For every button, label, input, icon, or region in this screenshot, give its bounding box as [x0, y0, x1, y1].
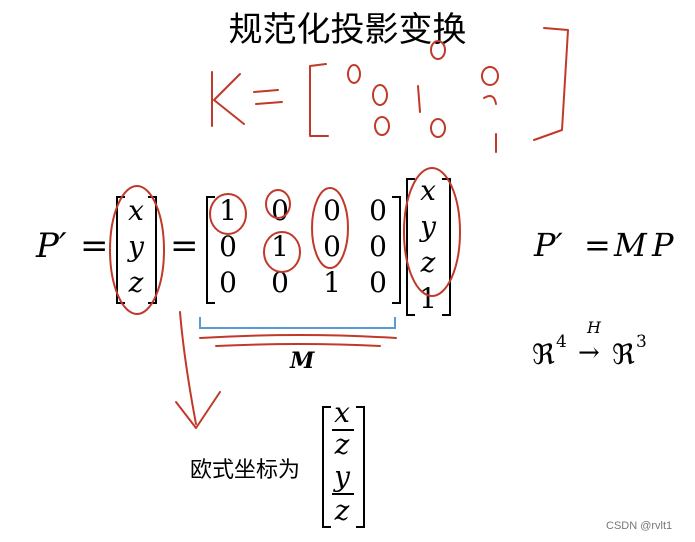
vector-h-y: y: [420, 210, 436, 243]
equals-sign-1: =: [80, 226, 109, 266]
matrix-cell: 0: [271, 266, 289, 299]
mapping-from: ℜ: [532, 338, 555, 371]
mapping-from-exp: 4: [556, 332, 567, 352]
right-p-prime: P′: [534, 226, 563, 264]
watermark: CSDN @rvlt1: [606, 520, 673, 532]
p-prime-label: P′: [36, 226, 67, 266]
vector-h-one: 1: [419, 282, 437, 315]
matrix-cell: 1: [271, 230, 289, 263]
right-bracket: [392, 196, 401, 304]
matrix-cell: 0: [219, 230, 237, 263]
equals-sign-2: =: [170, 226, 199, 266]
right-m: M: [614, 226, 647, 264]
matrix-cell: 1: [219, 194, 237, 227]
matrix-cell: 0: [369, 230, 387, 263]
matrix-cell: 0: [323, 194, 341, 227]
mapping-to-exp: 3: [636, 332, 647, 352]
euclid-label: 欧式坐标为: [190, 458, 301, 483]
left-bracket: [322, 406, 331, 528]
fraction-y-num: y: [334, 460, 350, 493]
right-bracket: [356, 406, 365, 528]
matrix-cell: 1: [323, 266, 341, 299]
matrix-cell: 0: [369, 194, 387, 227]
vector-p-x: x: [128, 194, 144, 227]
left-bracket: [116, 196, 125, 304]
matrix-cell: 0: [369, 266, 387, 299]
right-p: P: [652, 226, 674, 264]
fraction-bar: [332, 429, 354, 431]
mapping-arrow-label: H: [587, 318, 601, 337]
fraction-y-den: z: [334, 494, 350, 527]
mapping-to: ℜ: [612, 338, 635, 371]
fraction-x-den: z: [334, 428, 350, 461]
right-equals: =: [584, 226, 611, 264]
matrix-cell: 0: [323, 230, 341, 263]
right-bracket: [442, 178, 451, 316]
matrix-m-label: M: [290, 348, 315, 374]
matrix-cell: 0: [219, 266, 237, 299]
vector-p-z: z: [128, 266, 144, 299]
left-bracket: [206, 196, 215, 304]
vector-h-x: x: [420, 174, 436, 207]
mapping-arrow: →: [578, 338, 600, 368]
left-bracket: [406, 178, 415, 316]
fraction-bar: [332, 493, 354, 495]
fraction-x-num: x: [334, 396, 350, 429]
vector-p-y: y: [128, 230, 144, 263]
vector-h-z: z: [420, 246, 436, 279]
slide-title: 规范化投影变换: [228, 10, 467, 50]
